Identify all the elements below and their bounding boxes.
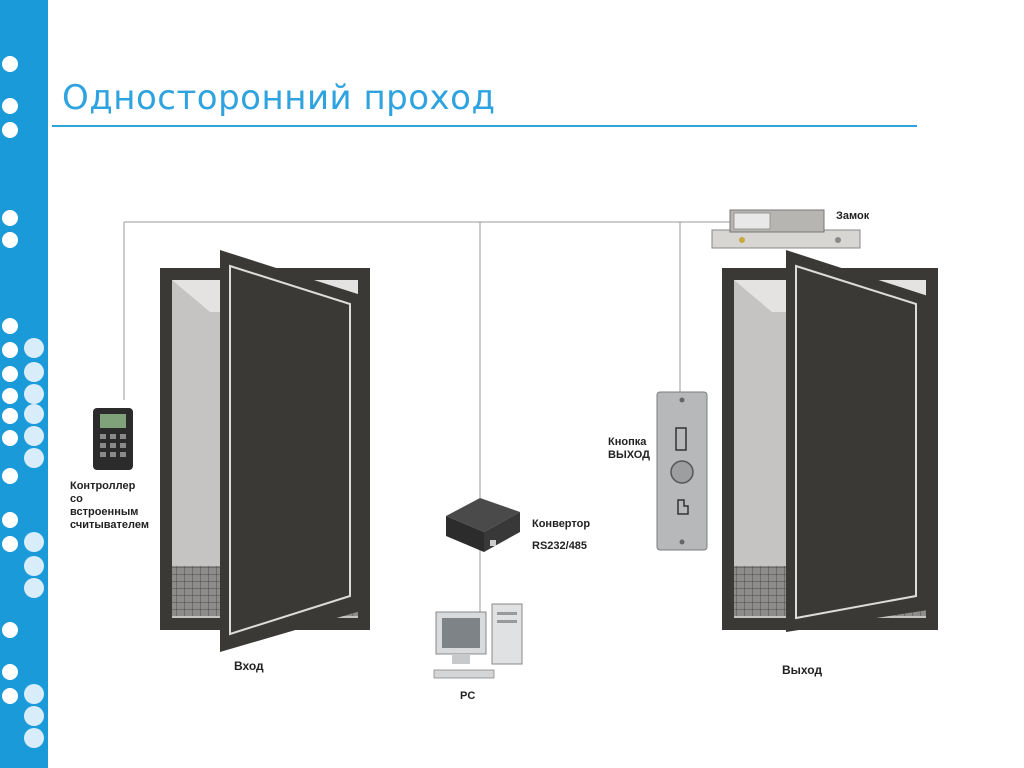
- sidebar-dot: [2, 318, 18, 334]
- sidebar-dot: [2, 408, 18, 424]
- page-title: Односторонний проход: [62, 78, 496, 118]
- sidebar-dot: [2, 98, 18, 114]
- sidebar-dot: [2, 468, 18, 484]
- button-label: Кнопка ВЫХОД: [608, 436, 650, 462]
- converter-protocol-label: RS232/485: [532, 540, 588, 552]
- sidebar-dot: [2, 210, 18, 226]
- sidebar-dot: [24, 728, 44, 748]
- converter-device: [446, 498, 520, 552]
- button-label-line: ВЫХОД: [608, 449, 651, 461]
- sidebar-stripe: [0, 0, 48, 768]
- controller-label-line: считывателем: [70, 519, 149, 531]
- sidebar-dot: [2, 232, 18, 248]
- entry-label: Вход: [234, 659, 264, 673]
- controller-label-line: встроенным: [70, 506, 139, 518]
- controller-label: Контроллер со встроенным считывателем: [70, 480, 149, 532]
- exit-label: Выход: [782, 663, 823, 677]
- controller-device: [93, 408, 133, 470]
- entry-door-leaf: [220, 250, 364, 652]
- sidebar-dot: [24, 448, 44, 468]
- sidebar-dot: [24, 362, 44, 382]
- wiring: [123, 221, 740, 640]
- sidebar-dot: [24, 706, 44, 726]
- sidebar-dot: [24, 384, 44, 404]
- controller-label-line: со: [70, 493, 83, 505]
- button-label-line: Кнопка: [608, 436, 647, 448]
- exit-door: [722, 250, 938, 632]
- sidebar-dot: [2, 688, 18, 704]
- sidebar-dot: [24, 426, 44, 446]
- sidebar-dot: [2, 664, 18, 680]
- sidebar-dot: [2, 342, 18, 358]
- converter-label: Конвертор: [532, 518, 591, 530]
- sidebar-dot: [2, 430, 18, 446]
- sidebar-dot: [2, 56, 18, 72]
- pc-device: [433, 603, 523, 679]
- sidebar-dot: [24, 556, 44, 576]
- sidebar-dot: [2, 122, 18, 138]
- sidebar-dot: [24, 404, 44, 424]
- sidebar-dot: [2, 622, 18, 638]
- controller-label-line: Контроллер: [70, 480, 136, 492]
- sidebar-dot: [24, 532, 44, 552]
- entry-door: [160, 250, 370, 652]
- sidebar-dot: [24, 338, 44, 358]
- title-underline: [52, 125, 917, 127]
- lock-device: [711, 209, 861, 249]
- sidebar-dot: [2, 366, 18, 382]
- sidebar-dot: [2, 512, 18, 528]
- exit-door-leaf: [786, 250, 928, 632]
- lock-label: Замок: [836, 210, 870, 222]
- sidebar-dot: [2, 388, 18, 404]
- sidebar-dot: [2, 536, 18, 552]
- sidebar-dot: [24, 578, 44, 598]
- pc-label: PC: [460, 690, 476, 702]
- exit-button-device: [656, 391, 708, 551]
- sidebar-dot: [24, 684, 44, 704]
